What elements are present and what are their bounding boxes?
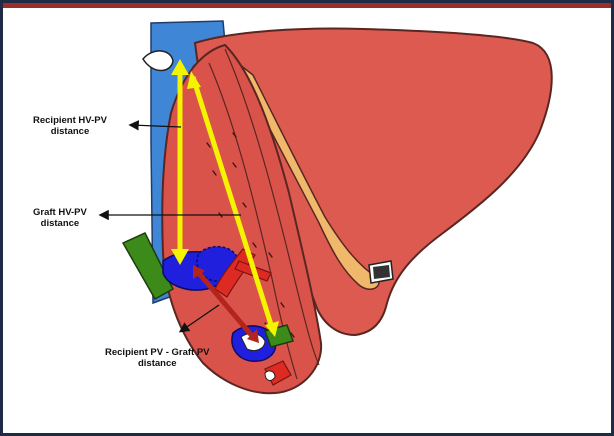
label-recipient-pv-graft-pv-line2: distance	[105, 358, 210, 369]
label-recipient-hv-pv: Recipient HV-PV distance	[33, 115, 107, 137]
label-graft-hv-pv-line2: distance	[33, 218, 87, 229]
label-recipient-pv-graft-pv-line1: Recipient PV - Graft PV	[105, 347, 210, 358]
label-graft-hv-pv-line1: Graft HV-PV	[33, 207, 87, 218]
label-recipient-pv-graft-pv: Recipient PV - Graft PV distance	[105, 347, 210, 369]
round-ligament-inner	[373, 265, 390, 279]
liver-graft-diagram	[3, 3, 611, 433]
graft-artery-lumen	[265, 371, 275, 381]
label-graft-hv-pv: Graft HV-PV distance	[33, 207, 87, 229]
label-recipient-hv-pv-line2: distance	[33, 126, 107, 137]
hepatic-vein-stump	[143, 51, 173, 71]
label-recipient-hv-pv-line1: Recipient HV-PV	[33, 115, 107, 126]
